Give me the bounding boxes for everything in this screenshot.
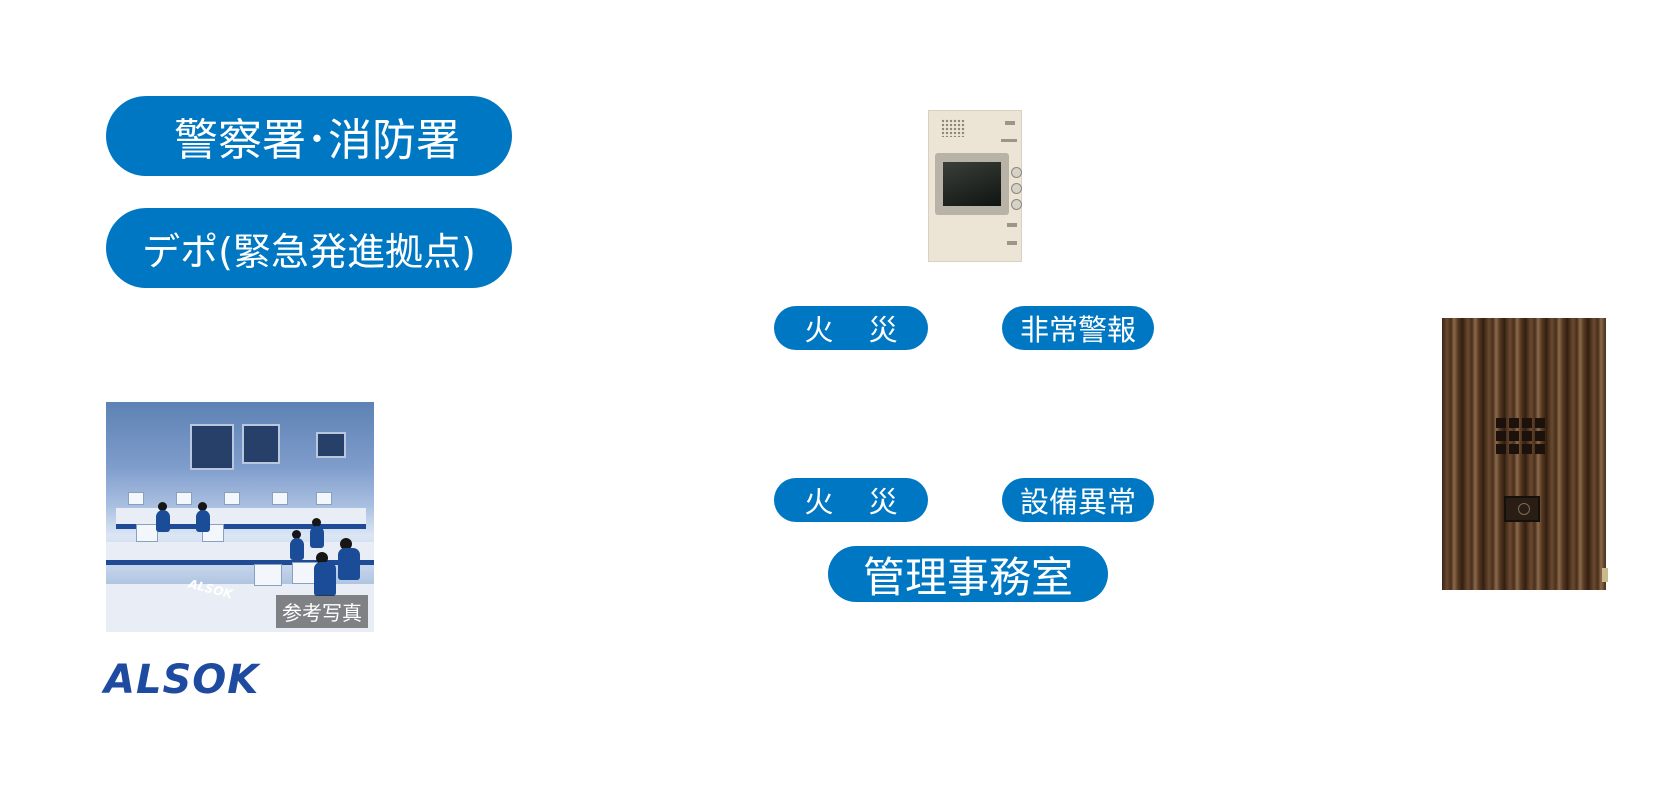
monitor-screen-frame [935, 153, 1009, 215]
door-lock-icon [1504, 496, 1540, 522]
panel-label-mark [1007, 241, 1017, 245]
panel-button [1011, 183, 1022, 194]
monitor-screen [943, 162, 1001, 206]
panel-button [1011, 199, 1022, 210]
alsok-logo: ALSOK [104, 657, 260, 703]
operator-head [316, 552, 328, 564]
monitor [316, 492, 332, 505]
operator [338, 548, 360, 580]
operator [290, 538, 304, 560]
panel-indicator [1005, 121, 1015, 125]
operator-head [158, 502, 167, 511]
operator [310, 526, 324, 548]
operator [196, 510, 210, 532]
control-room-photo: ALSOK 参考写真 [106, 402, 374, 632]
door-handle [1602, 568, 1608, 582]
monitor [136, 524, 158, 542]
photo-caption: 参考写真 [276, 595, 368, 628]
speaker-grille [941, 119, 965, 137]
police-fire-station-label: 警察署･消防署 [106, 96, 512, 176]
monitor [254, 564, 282, 586]
operator-head [292, 530, 301, 539]
monitor [224, 492, 240, 505]
depot-label: デポ(緊急発進拠点) [106, 208, 512, 288]
fire-label-lower: 火 災 [774, 478, 928, 522]
panel-label-mark [1001, 139, 1017, 142]
desk-row [106, 542, 374, 565]
door-vent [1496, 418, 1545, 454]
emergency-alarm-label: 非常警報 [1002, 306, 1154, 350]
intercom-panel-icon [928, 110, 1022, 262]
wall-screen [316, 432, 346, 458]
operator [156, 510, 170, 532]
monitor [176, 492, 192, 505]
panel-label-mark [1007, 223, 1017, 227]
monitor [272, 492, 288, 505]
monitor [128, 492, 144, 505]
wall-screen [190, 424, 234, 470]
operator-head [340, 538, 352, 550]
operator-head [312, 518, 321, 527]
management-office-label: 管理事務室 [828, 546, 1108, 602]
operator [314, 562, 336, 596]
equipment-error-label: 設備異常 [1002, 478, 1154, 522]
entrance-door-icon [1442, 318, 1608, 590]
fire-label-upper: 火 災 [774, 306, 928, 350]
desk-row [116, 508, 366, 529]
wall-screen [242, 424, 280, 464]
panel-button [1011, 167, 1022, 178]
operator-head [198, 502, 207, 511]
